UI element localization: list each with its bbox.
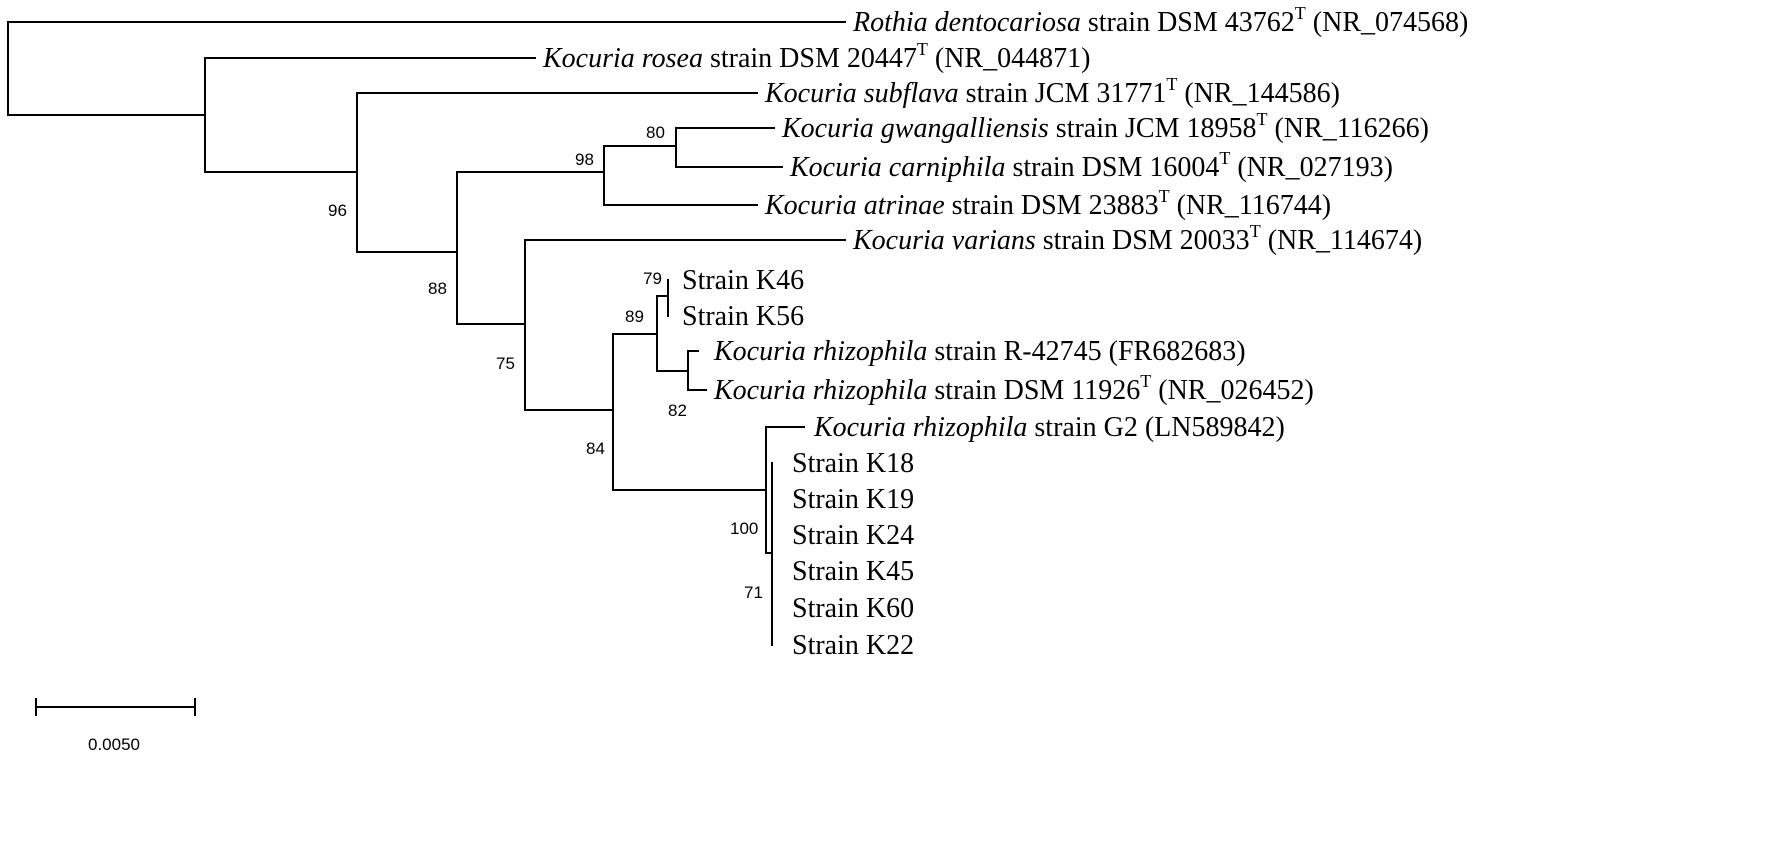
bootstrap-value: 98 <box>575 150 594 169</box>
taxon-kocuria-carniphila: Kocuria carniphila strain DSM 16004T (NR… <box>789 148 1393 183</box>
taxon-kocuria-varians: Kocuria varians strain DSM 20033T (NR_11… <box>852 221 1422 256</box>
bootstrap-value: 80 <box>646 123 665 142</box>
scale-bar: 0.0050 <box>35 698 196 754</box>
taxon-rothia-dentocariosa: Rothia dentocariosa strain DSM 43762T (N… <box>852 3 1468 38</box>
taxon-kocuria-rhizophila-dsm11926: Kocuria rhizophila strain DSM 11926T (NR… <box>713 371 1314 406</box>
bootstrap-value: 88 <box>428 279 447 298</box>
taxon-kocuria-rhizophila-g2: Kocuria rhizophila strain G2 (LN589842) <box>813 412 1285 443</box>
bootstrap-value: 82 <box>668 401 687 420</box>
taxon-strain-k22: Strain K22 <box>792 630 914 661</box>
bootstrap-value: 84 <box>586 439 605 458</box>
taxon-kocuria-rhizophila-r42745: Kocuria rhizophila strain R-42745 (FR682… <box>713 336 1246 367</box>
bootstrap-values: 96 80 98 88 79 89 75 82 84 100 71 <box>328 123 763 602</box>
taxon-strain-k19: Strain K19 <box>792 484 914 515</box>
bootstrap-value: 89 <box>625 307 644 326</box>
scale-bar-label: 0.0050 <box>88 735 140 754</box>
taxon-kocuria-gwangalliensis: Kocuria gwangalliensis strain JCM 18958T… <box>781 109 1429 144</box>
taxon-strain-k60: Strain K60 <box>792 593 914 624</box>
taxon-strain-k45: Strain K45 <box>792 556 914 587</box>
tree-branches <box>7 21 846 646</box>
taxon-kocuria-rosea: Kocuria rosea strain DSM 20447T (NR_0448… <box>542 39 1090 74</box>
bootstrap-value: 100 <box>730 519 758 538</box>
taxon-kocuria-atrinae: Kocuria atrinae strain DSM 23883T (NR_11… <box>764 186 1331 221</box>
bootstrap-value: 75 <box>496 354 515 373</box>
bootstrap-value: 71 <box>744 583 763 602</box>
taxon-strain-k18: Strain K18 <box>792 448 914 479</box>
bootstrap-value: 96 <box>328 201 347 220</box>
taxon-strain-k46: Strain K46 <box>682 265 804 296</box>
taxon-labels: Rothia dentocariosa strain DSM 43762T (N… <box>542 3 1468 661</box>
taxon-strain-k24: Strain K24 <box>792 520 914 551</box>
taxon-kocuria-subflava: Kocuria subflava strain JCM 31771T (NR_1… <box>764 74 1340 109</box>
taxon-strain-k56: Strain K56 <box>682 301 804 332</box>
bootstrap-value: 79 <box>643 269 662 288</box>
